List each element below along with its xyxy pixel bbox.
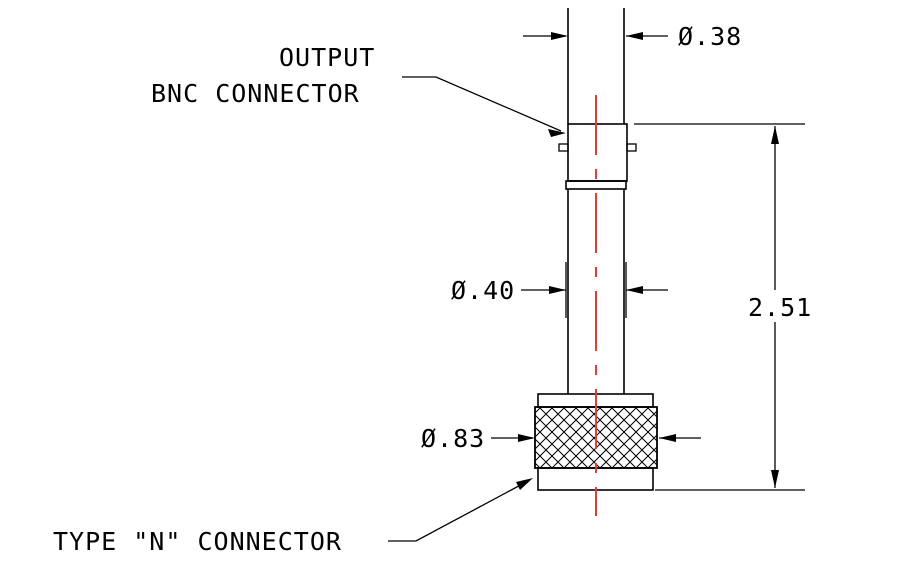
top-cable: [567, 8, 625, 124]
dimension-overall-length: 2.51: [634, 123, 812, 491]
dimension-body-diameter: Ø.40: [451, 276, 668, 305]
bnc-connector: [558, 123, 637, 190]
dimension-top-diameter: Ø.38: [523, 22, 742, 51]
type-n-label: TYPE "N" CONNECTOR: [53, 527, 342, 556]
knurl-diameter-label: Ø.83: [421, 424, 485, 453]
overall-length-label: 2.51: [748, 293, 812, 322]
output-label-line1: OUTPUT: [279, 43, 375, 72]
dimension-knurl-diameter: Ø.83: [421, 424, 701, 453]
leader-type-n: TYPE "N" CONNECTOR: [53, 478, 533, 556]
top-diameter-label: Ø.38: [678, 22, 742, 51]
body-diameter-label: Ø.40: [451, 276, 515, 305]
output-label-line2: BNC CONNECTOR: [151, 79, 360, 108]
leader-output-bnc: OUTPUT BNC CONNECTOR: [151, 43, 566, 137]
